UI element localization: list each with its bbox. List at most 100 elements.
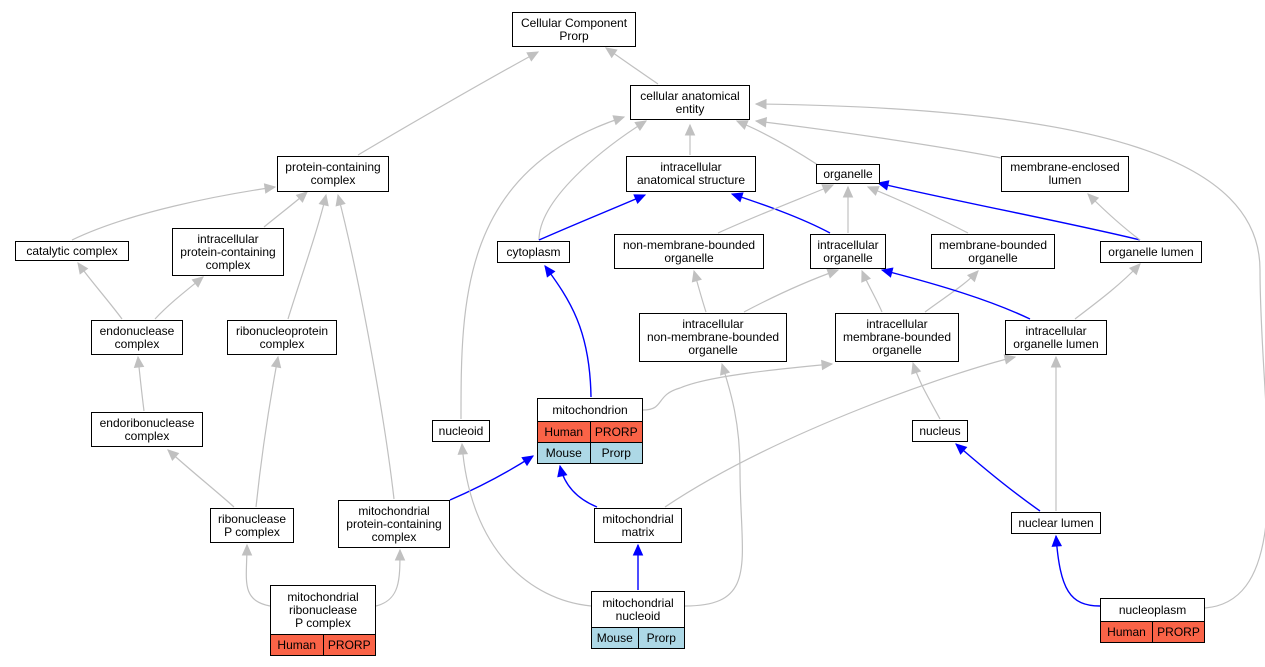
node-protein-containing-complex[interactable]: protein-containing complex [277, 156, 389, 192]
edge-organelle-lumen-to-organelle [876, 180, 1141, 241]
node-ribonucleoprotein-complex[interactable]: ribonucleoprotein complex [227, 320, 337, 355]
node-cellular-anatomical-entity[interactable]: cellular anatomical entity [630, 85, 750, 120]
edge-intracellular-protein-containing-complex-to-protein-containing-complex [263, 191, 308, 228]
edge-mitochondrial-nucleoid-to-mitochondrial-matrix [632, 543, 644, 591]
node-endonuclease-complex[interactable]: endonuclease complex [91, 320, 183, 355]
node-endoribonuclease-complex[interactable]: endoribonuclease complex [91, 412, 203, 447]
arrowhead [691, 269, 702, 283]
node-nucleus[interactable]: nucleus [912, 420, 968, 442]
node-label: organelle [823, 166, 873, 181]
arrowhead [861, 269, 871, 283]
node-label: catalytic complex [26, 243, 118, 258]
arrowhead [1087, 193, 1100, 206]
node-label: intracellular organelle [817, 237, 879, 265]
node-intracellular-anatomical-structure[interactable]: intracellular anatomical structure [626, 156, 756, 192]
arrowhead [1051, 534, 1063, 547]
arrowhead [842, 185, 854, 198]
node-nuclear-lumen[interactable]: nuclear lumen [1011, 512, 1101, 534]
edge-intracellular-organelle-to-intracellular-anatomical-structure [730, 192, 831, 234]
arrowhead [632, 543, 644, 556]
edge-mitochondrial-matrix-to-intracellular-organelle-lumen [664, 354, 1017, 508]
edge-protein-containing-complex-to-cellular-component [357, 51, 540, 156]
arrowhead [720, 362, 731, 376]
arrowhead [754, 117, 768, 128]
edge-mitochondrial-protein-containing-complex-to-protein-containing-complex [335, 193, 395, 500]
node-intracellular-organelle[interactable]: intracellular organelle [810, 234, 886, 269]
node-intracellular-protein-containing-complex[interactable]: intracellular protein-containing complex [172, 228, 284, 276]
edge-ribonuclease-p-complex-to-endoribonuclease-complex [167, 449, 235, 508]
node-label: mitochondrial matrix [602, 511, 674, 539]
node-label: mitochondrial nucleoid [602, 595, 674, 623]
edge-catalytic-complex-to-protein-containing-complex [71, 183, 277, 241]
node-organelle-lumen[interactable]: organelle lumen [1100, 241, 1202, 263]
arrowhead [77, 262, 89, 275]
edge-mitochondrial-nucleoid-to-nucleoid [457, 442, 592, 607]
arrowhead [335, 193, 346, 207]
arrowhead [633, 194, 647, 205]
node-mitochondrial-protein-containing-complex[interactable]: mitochondrial protein-containing complex [338, 500, 450, 548]
node-nucleoid[interactable]: nucleoid [432, 420, 490, 442]
node-label: nucleoplasm [1118, 602, 1187, 617]
node-intracellular-membrane-bounded-organelle[interactable]: intracellular membrane-bounded organelle [835, 313, 959, 362]
species-label: Mouse [545, 445, 582, 460]
node-label: intracellular anatomical structure [636, 160, 746, 187]
arrowhead [167, 449, 180, 461]
edge-organelle-to-cellular-anatomical-entity [735, 120, 819, 166]
arrowhead [955, 443, 968, 455]
arrowhead [911, 361, 922, 375]
node-label: membrane-bounded organelle [938, 237, 1048, 265]
species-label: Human [1107, 624, 1146, 639]
gene-label: PRORP [322, 635, 376, 655]
arrowhead [241, 543, 253, 556]
mouse-annotation-row: Mouse Prorp [538, 442, 642, 463]
arrowhead [318, 193, 329, 207]
node-catalytic-complex[interactable]: catalytic complex [15, 241, 129, 261]
node-label: endoribonuclease complex [99, 415, 195, 443]
node-membrane-bounded-organelle[interactable]: membrane-bounded organelle [931, 234, 1055, 269]
node-mitochondrial-matrix[interactable]: mitochondrial matrix [594, 508, 682, 543]
species-label: Human [544, 424, 584, 439]
edge-cytoplasm-to-intracellular-anatomical-structure [538, 194, 647, 241]
arrowhead [270, 355, 282, 369]
arrowhead [966, 270, 979, 283]
node-cytoplasm[interactable]: cytoplasm [497, 241, 570, 263]
arrowhead [730, 192, 744, 203]
node-organelle[interactable]: organelle [816, 164, 880, 184]
arrowhead [521, 455, 535, 467]
arrowhead [821, 184, 835, 194]
node-cellular-component[interactable]: Cellular Component Prorp [512, 12, 636, 47]
arrowhead [526, 51, 540, 62]
edge-intracellular-non-membrane-bounded-organelle-to-intracellular-organelle [743, 268, 840, 313]
edge-cytoplasm-to-cellular-anatomical-entity [538, 120, 648, 241]
node-intracellular-non-membrane-bounded-organelle[interactable]: intracellular non-membrane-bounded organ… [639, 313, 787, 362]
arrowhead [684, 123, 696, 136]
arrowhead [1050, 355, 1062, 368]
node-non-membrane-bounded-organelle[interactable]: non-membrane-bounded organelle [614, 234, 764, 269]
gene-label: PRORP [589, 422, 643, 442]
edge-intracellular-membrane-bounded-organelle-to-intracellular-organelle [861, 269, 883, 313]
node-label: mitochondrial protein-containing complex [346, 503, 442, 544]
human-annotation-row: Human PRORP [538, 421, 642, 442]
node-intracellular-organelle-lumen[interactable]: intracellular organelle lumen [1005, 320, 1107, 355]
node-label: protein-containing complex [285, 160, 381, 187]
edge-nuclear-lumen-to-intracellular-organelle-lumen [1050, 355, 1062, 511]
node-ribonuclease-p-complex[interactable]: ribonuclease P complex [210, 508, 294, 543]
node-membrane-enclosed-lumen[interactable]: membrane-enclosed lumen [1001, 156, 1129, 192]
edge-endoribonuclease-complex-to-endonuclease-complex [133, 355, 145, 412]
node-label: mitochondrial ribonuclease P complex [287, 589, 359, 630]
gene-label: Prorp [589, 443, 643, 463]
arrowhead [821, 359, 834, 371]
arrowhead [612, 115, 626, 126]
species-label: Mouse [596, 630, 633, 645]
edge-membrane-enclosed-lumen-to-cellular-anatomical-entity [754, 117, 1002, 159]
edge-ribonuclease-p-complex-to-ribonucleoprotein-complex [255, 355, 282, 508]
node-label: Cellular Component Prorp [520, 15, 628, 43]
edge-nucleus-to-intracellular-membrane-bounded-organelle [911, 361, 941, 420]
node-label: organelle lumen [1108, 244, 1194, 259]
